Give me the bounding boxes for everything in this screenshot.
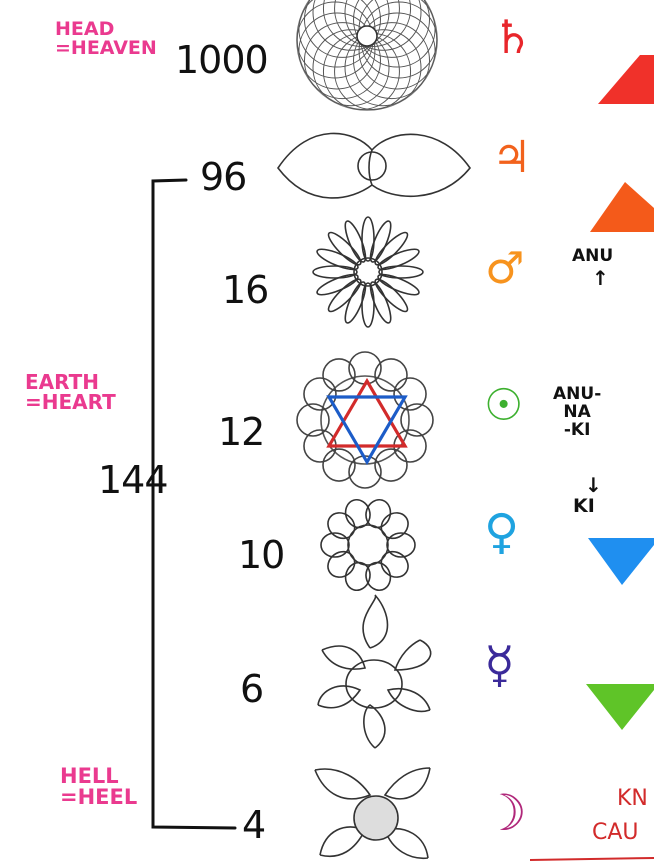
orange-up-triangle-icon xyxy=(590,182,654,232)
red-up-triangle-icon xyxy=(598,55,654,104)
blue-down-triangle-icon xyxy=(588,538,654,585)
green-down-triangle-icon xyxy=(586,684,654,730)
